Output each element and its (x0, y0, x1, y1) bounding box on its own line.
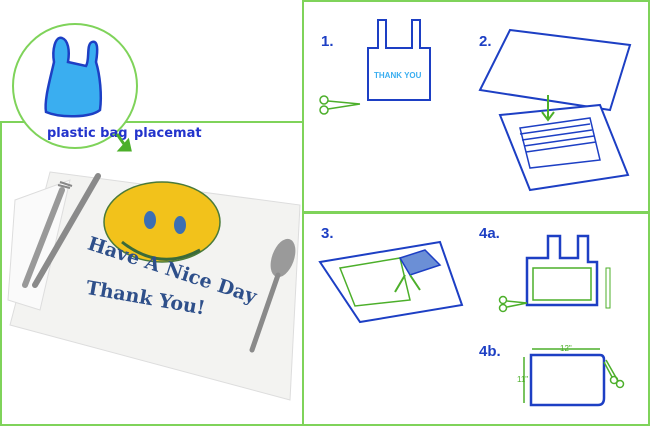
arrow-down-icon (115, 133, 132, 152)
iron-icon (398, 249, 442, 276)
plastic-bag-callout: plastic bag (12, 23, 138, 149)
ironing-sheet (318, 240, 464, 324)
cut-guide (532, 267, 592, 301)
folded-bag-stack (519, 117, 601, 169)
bag-print-text: THANK YOU (374, 71, 422, 80)
bag-outline-step-1 (367, 19, 431, 101)
placemat-photo: Have A Nice Day Thank You! (7, 171, 301, 401)
step-3-number: 3. (321, 225, 334, 242)
height-label: 11" (517, 375, 528, 384)
bag-outline-step-4a (525, 234, 599, 307)
step-1-number: 1. (321, 33, 334, 50)
scissors-icon (319, 95, 361, 115)
fork-icon (22, 181, 73, 288)
ruler-icon (605, 267, 611, 309)
arrow-icon (394, 274, 421, 293)
paper-sheet (478, 28, 632, 112)
scissors-icon (603, 359, 625, 389)
plastic-bag-icon (44, 36, 103, 118)
bottom-steps-frame (302, 212, 650, 426)
step-4a-number: 4a. (479, 225, 500, 242)
scissors-icon (498, 295, 528, 313)
step-2-number: 2. (479, 33, 492, 50)
step-4b-number: 4b. (479, 343, 501, 360)
placemat-label: placemat (134, 126, 202, 141)
smiley-face (103, 181, 221, 263)
width-label: 12" (560, 344, 572, 353)
knife-icon (32, 173, 101, 288)
spoon-icon (249, 238, 296, 353)
placemat-outline (529, 353, 606, 407)
arrow-down-icon (541, 95, 555, 122)
plastic-bag-label: plastic bag (47, 126, 128, 141)
